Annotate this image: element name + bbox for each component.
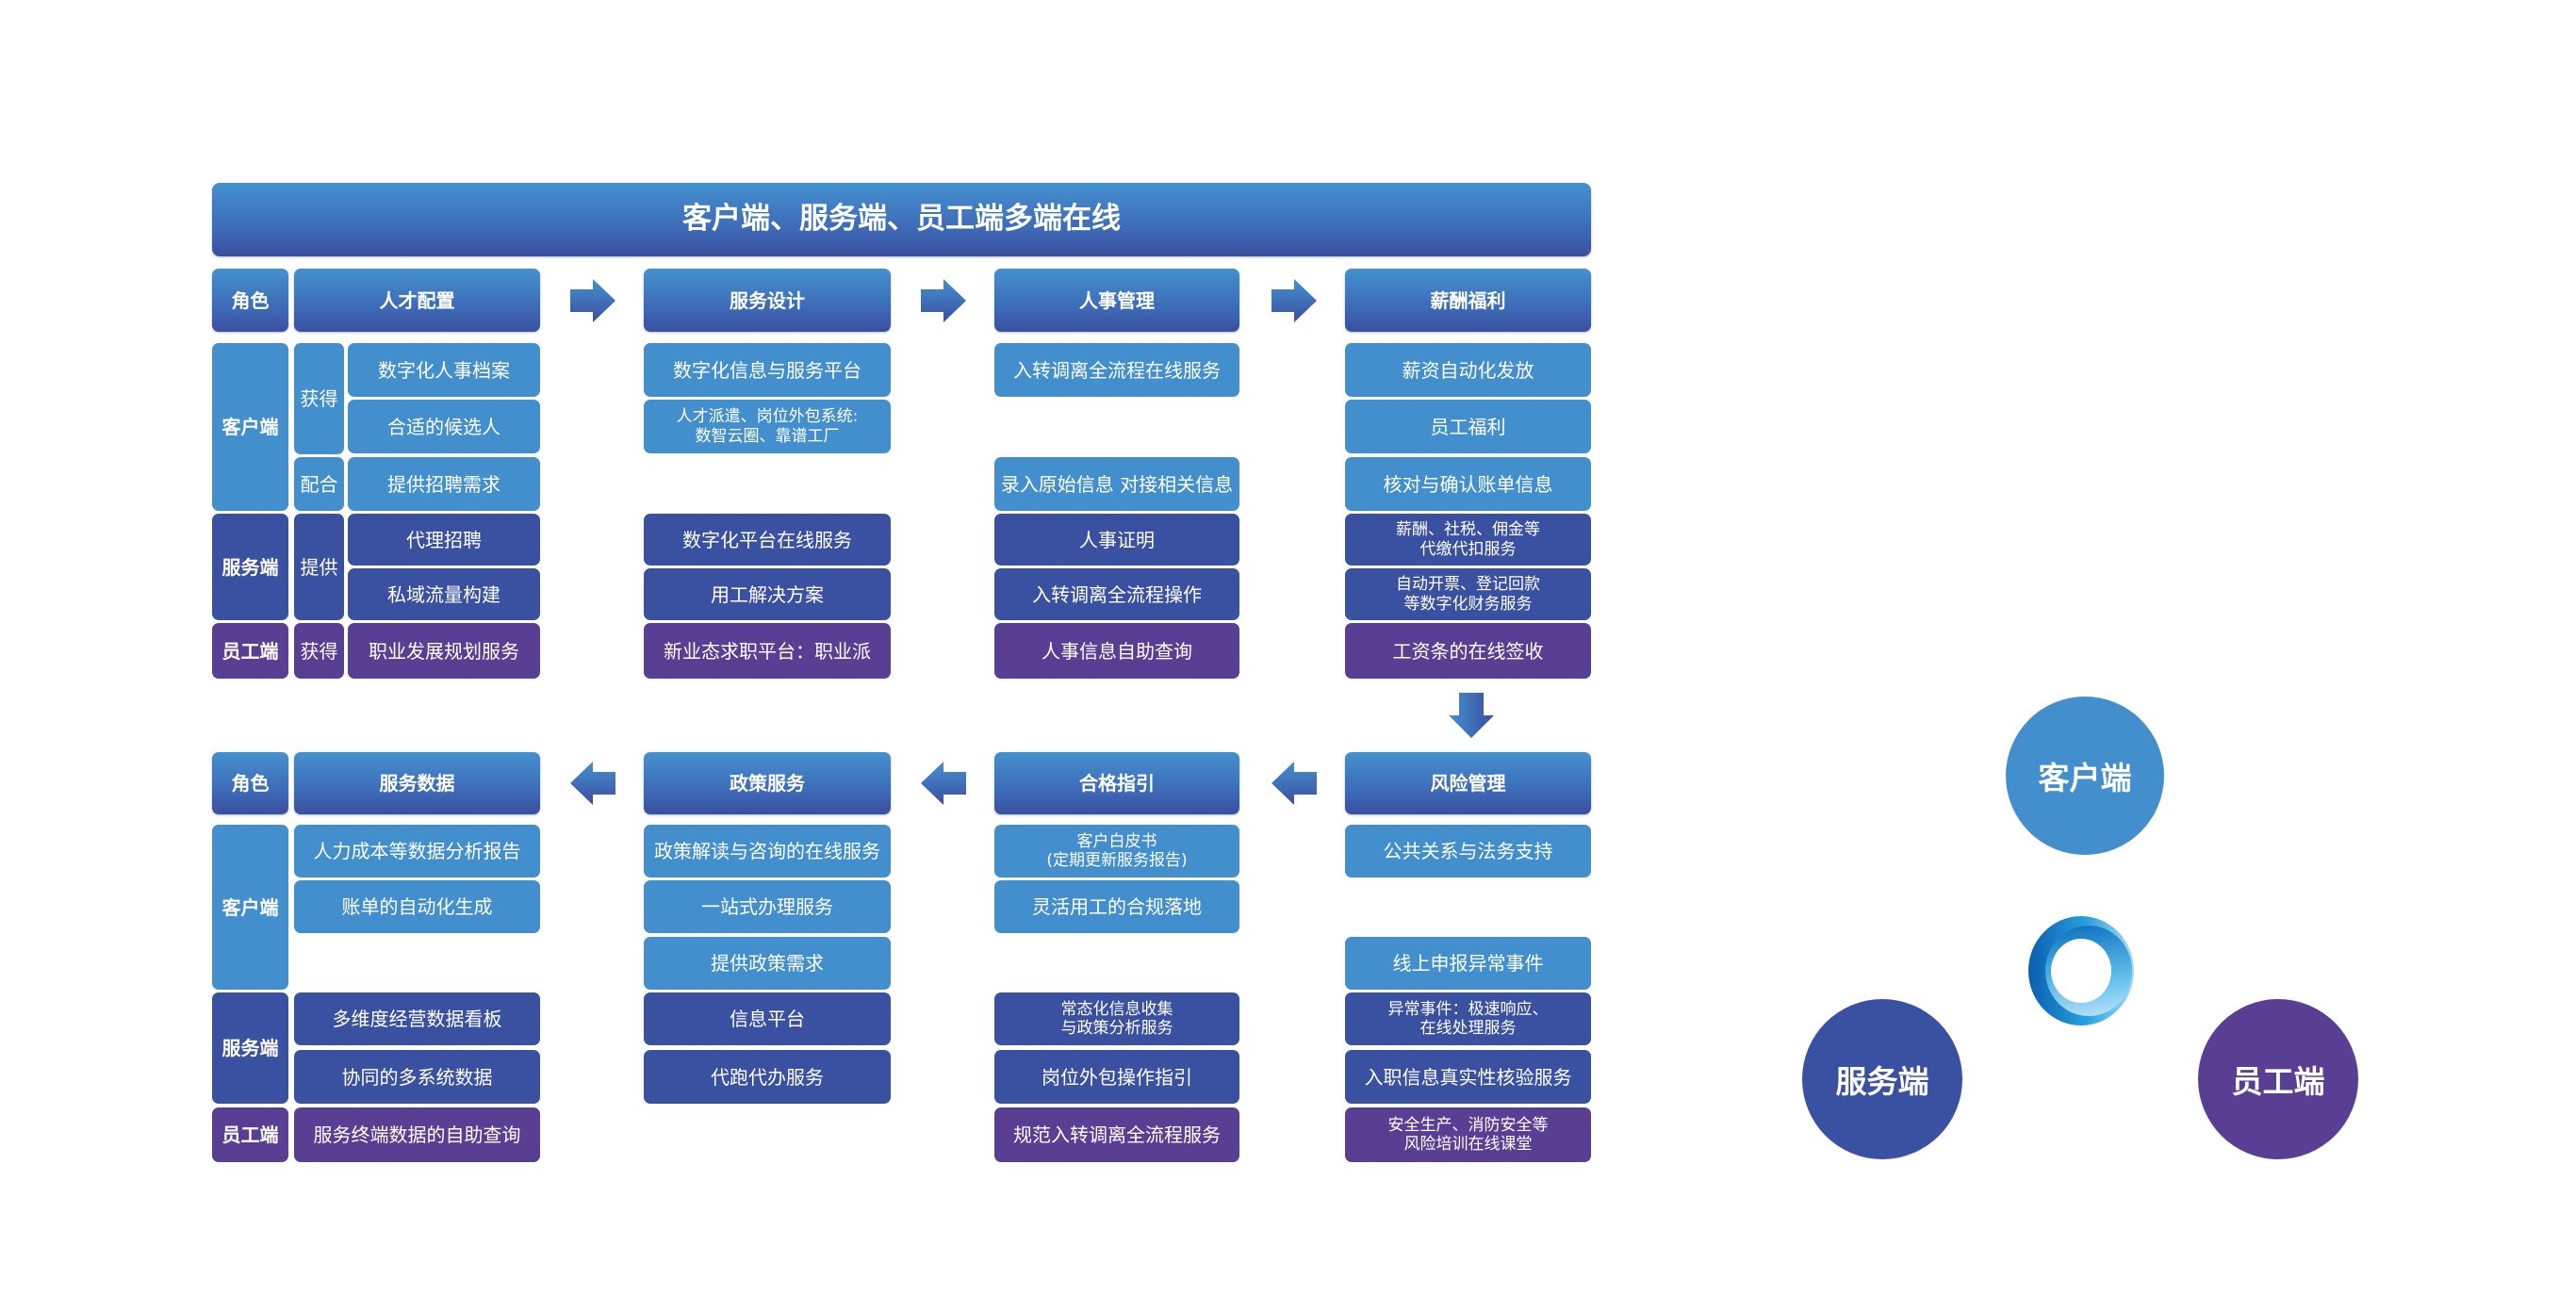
role-employee: 员工端 (212, 623, 288, 679)
item-box: 人事证明 (994, 514, 1239, 566)
stage-header-hr: 人事管理 (994, 269, 1239, 332)
item-box: 规范入转调离全流程服务 (994, 1107, 1239, 1162)
item-box: 新业态求职平台：职业派 (644, 623, 891, 679)
stage-header-policy: 政策服务 (644, 752, 891, 814)
item-box: 代跑代办服务 (644, 1050, 891, 1104)
item-box: 核对与确认账单信息 (1345, 457, 1591, 511)
item-box: 异常事件：极速响应、 在线处理服务 (1345, 992, 1591, 1045)
item-box: 安全生产、消防安全等 风险培训在线课堂 (1345, 1107, 1591, 1162)
circle-client: 客户端 (2006, 697, 2164, 855)
stage-header-salary: 薪酬福利 (1345, 269, 1591, 332)
verb-client-cooperate: 配合 (294, 457, 344, 511)
item-box: 人才派遣、岗位外包系统: 数智云圈、靠谱工厂 (644, 400, 891, 453)
stage-header-risk: 风险管理 (1345, 752, 1591, 814)
verb-employee-get: 获得 (294, 623, 344, 679)
role-header: 角色 (212, 269, 288, 332)
role-server: 服务端 (212, 992, 288, 1104)
left-arrow-icon (570, 762, 615, 805)
role-employee: 员工端 (212, 1107, 288, 1162)
item-box: 录入原始信息 对接相关信息 (994, 457, 1239, 511)
circle-employee: 员工端 (2198, 999, 2358, 1159)
item-box: 数字化人事档案 (348, 343, 540, 397)
verb-server-provide: 提供 (294, 514, 344, 620)
item-box: 协同的多系统数据 (294, 1050, 540, 1104)
item-box: 数字化平台在线服务 (644, 514, 891, 566)
ring-icon (2028, 916, 2134, 1025)
left-arrow-icon (1272, 762, 1317, 805)
item-box: 服务终端数据的自助查询 (294, 1107, 540, 1162)
role-client: 客户端 (212, 343, 288, 511)
item-box: 线上申报异常事件 (1345, 937, 1591, 990)
item-box: 账单的自动化生成 (294, 880, 540, 933)
item-box: 提供政策需求 (644, 937, 891, 990)
item-box: 常态化信息收集 与政策分析服务 (994, 992, 1239, 1045)
item-box: 代理招聘 (348, 514, 540, 566)
verb-client-get: 获得 (294, 343, 344, 454)
item-box: 信息平台 (644, 992, 891, 1045)
stage-header-talent: 人才配置 (294, 269, 540, 332)
item-box: 人事信息自助查询 (994, 623, 1239, 679)
right-arrow-icon (921, 279, 966, 322)
item-box: 政策解读与咨询的在线服务 (644, 825, 891, 877)
item-box: 入职信息真实性核验服务 (1345, 1050, 1591, 1104)
stage-header-data: 服务数据 (294, 752, 540, 814)
right-arrow-icon (1272, 279, 1317, 322)
item-box: 人力成本等数据分析报告 (294, 825, 540, 877)
item-box: 客户白皮书 (定期更新服务报告) (994, 825, 1239, 877)
item-box: 入转调离全流程操作 (994, 568, 1239, 620)
role-server: 服务端 (212, 514, 288, 620)
item-box: 一站式办理服务 (644, 880, 891, 933)
item-box: 多维度经营数据看板 (294, 992, 540, 1045)
circle-server: 服务端 (1802, 999, 1962, 1159)
item-box: 自动开票、登记回款 等数字化财务服务 (1345, 568, 1591, 620)
item-box: 入转调离全流程在线服务 (994, 343, 1239, 397)
item-box: 公共关系与法务支持 (1345, 825, 1591, 877)
page-title: 客户端、服务端、员工端多端在线 (212, 183, 1591, 256)
item-box: 岗位外包操作指引 (994, 1050, 1239, 1104)
item-box: 提供招聘需求 (348, 457, 540, 511)
item-box: 私域流量构建 (348, 568, 540, 620)
item-box: 工资条的在线签收 (1345, 623, 1591, 679)
item-box: 数字化信息与服务平台 (644, 343, 891, 397)
item-box: 职业发展规划服务 (348, 623, 540, 679)
right-arrow-icon (570, 279, 615, 322)
item-box: 薪资自动化发放 (1345, 343, 1591, 397)
left-arrow-icon (921, 762, 966, 805)
item-box: 薪酬、社税、佣金等 代缴代扣服务 (1345, 514, 1591, 566)
stage-header-design: 服务设计 (644, 269, 891, 332)
item-box: 灵活用工的合规落地 (994, 880, 1239, 933)
item-box: 员工福利 (1345, 400, 1591, 453)
stage-header-compliance: 合格指引 (994, 752, 1239, 814)
role-header: 角色 (212, 752, 288, 814)
item-box: 合适的候选人 (348, 400, 540, 453)
item-box: 用工解决方案 (644, 568, 891, 620)
down-arrow-icon (1449, 693, 1494, 738)
role-client: 客户端 (212, 825, 288, 990)
